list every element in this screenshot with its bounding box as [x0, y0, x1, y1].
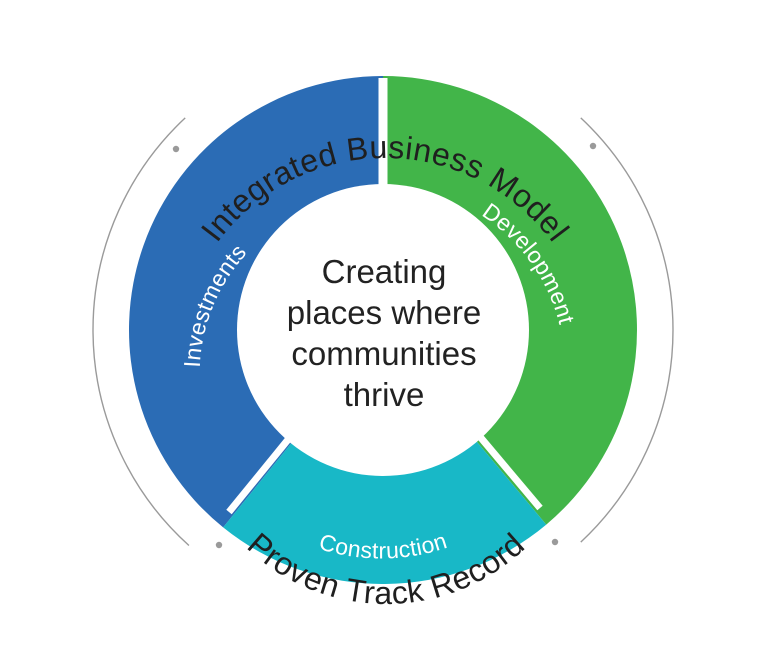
investments-segment [128, 75, 383, 528]
center-statement: Creating places where communities thrive [264, 248, 504, 418]
center-line-2: places where [286, 294, 482, 331]
separator-bottom-right [473, 429, 543, 511]
center-line-1: Creating [321, 253, 447, 290]
construction-segment [223, 440, 547, 585]
left-bracket-arc [92, 117, 190, 547]
center-line-3: communities [291, 335, 477, 372]
right-bracket-top-dot [589, 142, 597, 150]
right-bracket-arc [580, 117, 674, 543]
right-bracket-bottom-dot [551, 538, 559, 546]
center-line-4: thrive [343, 376, 425, 413]
development-segment [383, 76, 638, 525]
left-bracket-top-dot [172, 145, 180, 153]
left-bracket-bottom-dot [215, 541, 223, 549]
separator-bottom-left [226, 433, 294, 515]
center-disc [237, 184, 529, 476]
